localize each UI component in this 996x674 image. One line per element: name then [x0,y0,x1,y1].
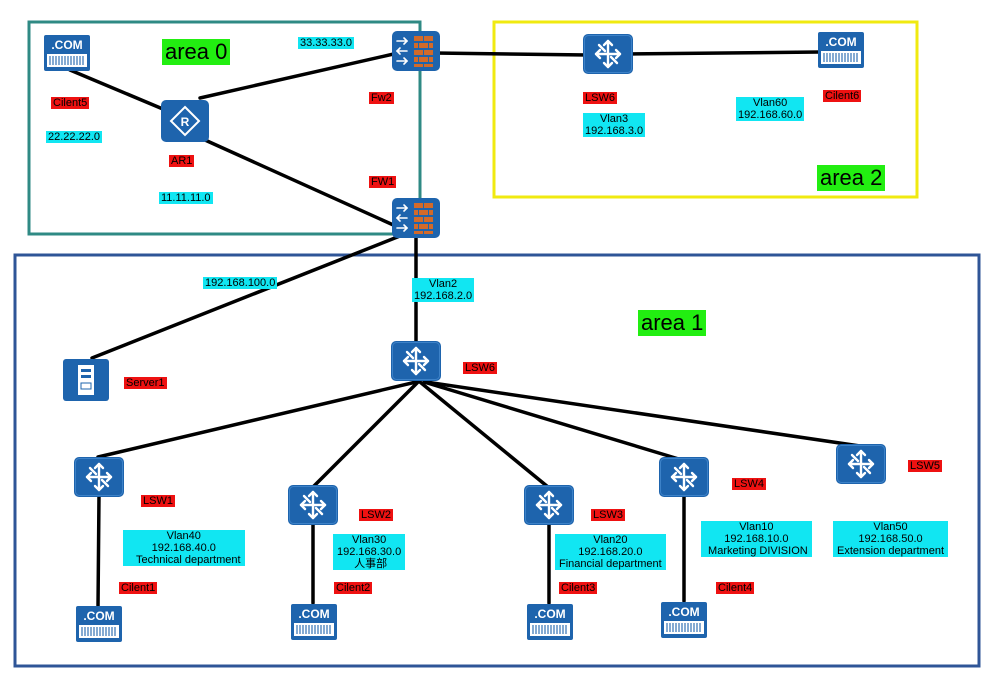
lsw2-label: LSW2 [359,509,393,521]
lsw4-label: LSW4 [732,478,766,490]
link-ar1-fw2 [198,51,400,100]
link-ar1-fw1 [203,138,402,230]
vlan2-label: Vlan2 192.168.2.0 [412,278,475,302]
fw1-firewall-icon[interactable] [392,198,440,238]
vlan10-label: Vlan10 192.168.10.0 Marketing DIVISION [701,521,812,557]
ar1-label: AR1 [169,155,195,167]
link-fw2-lsw6a [432,51,590,57]
link-lsw6-lsw2 [311,380,420,489]
link-lsw6-lsw1 [96,380,418,459]
link-lsw6-lsw5 [424,380,862,448]
vlan40-label: Vlan40 192.168.40.0 Technical department [123,530,245,566]
lsw3-switch-icon[interactable] [524,485,574,525]
client3-label: Cilent3 [559,582,598,594]
area-2-boundary [492,20,919,199]
vlan60-label: Vlan60 192.168.60.0 [736,97,805,121]
lsw3-label: LSW3 [591,509,625,521]
lsw5-label: LSW5 [908,460,942,472]
lsw5-switch-icon[interactable] [836,444,886,484]
link-fw1-server1 [90,230,412,360]
vlan50-label: Vlan50 192.168.50.0 Extension department [833,521,949,557]
area-2-label: area 2 [817,165,886,191]
server1-server-icon[interactable] [63,359,109,401]
server1-label: Server1 [124,377,167,389]
link-client5-ar1 [68,68,172,114]
area-0-boundary [27,20,422,236]
lsw1-label: LSW1 [141,495,175,507]
link-lsw6a-client6 [626,50,822,56]
fw2-firewall-icon[interactable] [392,31,440,71]
network-11-label: 11.11.11.0 [159,192,213,204]
area-0-label: area 0 [162,39,231,65]
lsw6-area2-switch-icon[interactable] [583,34,633,74]
lsw2-switch-icon[interactable] [288,485,338,525]
vlan3-label: Vlan3 192.168.3.0 [583,113,646,137]
link-lsw1-client1 [96,493,101,609]
area-1-label: area 1 [638,310,707,336]
ar1-router-icon[interactable] [161,100,209,142]
client5-pc-icon[interactable] [44,35,90,71]
client4-pc-icon[interactable] [661,601,707,639]
lsw6-area2-label: LSW6 [583,92,617,104]
link-lsw6-lsw3 [418,380,550,489]
client5-label: Cilent5 [51,97,90,109]
area-1-boundary [13,253,981,668]
links [68,50,862,609]
link-lsw6-lsw4 [422,380,684,462]
client3-pc-icon[interactable] [527,603,573,641]
vlan20-label: Vlan20 192.168.20.0 Financial department [555,534,666,570]
client6-label: Cilent6 [823,90,862,102]
client1-label: Cilent1 [119,582,158,594]
client2-pc-icon[interactable] [291,603,337,641]
client6-pc-icon[interactable] [818,31,864,69]
network-33-label: 33.33.33.0 [298,37,354,49]
lsw4-switch-icon[interactable] [659,457,709,497]
network-100-label: 192.168.100.0 [203,277,278,289]
lsw6-core-label: LSW6 [463,362,497,374]
client4-label: Cilent4 [716,582,755,594]
lsw1-switch-icon[interactable] [74,457,124,497]
fw2-label: Fw2 [369,92,394,104]
client1-pc-icon[interactable] [76,605,122,643]
network-22-label: 22.22.22.0 [46,131,102,143]
lsw6-core-switch-icon[interactable] [391,341,441,381]
vlan30-label: Vlan30 192.168.30.0 人事部 [333,534,406,570]
fw1-label: FW1 [369,176,397,188]
client2-label: Cilent2 [334,582,373,594]
